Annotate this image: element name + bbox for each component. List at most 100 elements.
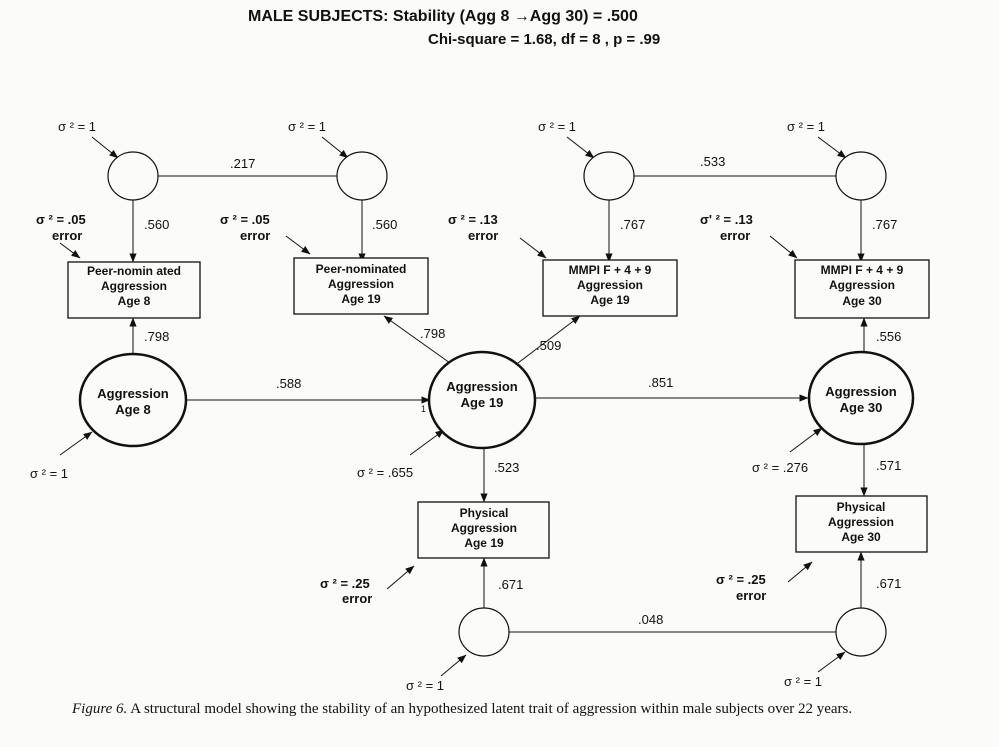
coef-agg8-agg19: .588 bbox=[276, 376, 301, 391]
variance-label-f1: σ ² = 1 bbox=[58, 119, 96, 134]
box-physical-age30 bbox=[795, 495, 928, 553]
coef-f6-phys30: .671 bbox=[876, 576, 901, 591]
variance-arrow-agg8 bbox=[59, 431, 93, 456]
variance-label-agg8: σ ² = 1 bbox=[30, 466, 68, 481]
box-peer19-line3: Age 19 bbox=[341, 292, 381, 306]
box-phys19-line1: Physical bbox=[460, 506, 509, 520]
variance-label-f5: σ ² = 1 bbox=[406, 678, 444, 693]
variance-arrow-f1 bbox=[91, 136, 119, 159]
latent-agg8-line1: Aggression bbox=[97, 386, 169, 401]
figure-caption: Figure 6. A structural model showing the… bbox=[72, 700, 932, 718]
variance-arrow-agg19 bbox=[409, 429, 445, 456]
error-label-mmpi30-word: error bbox=[720, 228, 750, 243]
variance-label-f3: σ ² = 1 bbox=[538, 119, 576, 134]
box-phys19-line2: Aggression bbox=[451, 521, 517, 535]
box-phys30-line2: Aggression bbox=[828, 515, 894, 529]
box-mmpi19-line1: MMPI F + 4 + 9 bbox=[569, 263, 652, 277]
box-phys19-line3: Age 19 bbox=[464, 536, 504, 550]
error-label-peer8-word: error bbox=[52, 228, 82, 243]
coef-f1-peer8: .560 bbox=[144, 217, 169, 232]
box-peer-nominated-age19 bbox=[293, 257, 429, 315]
variance-arrow-f2 bbox=[321, 136, 349, 159]
box-mmpi-age19 bbox=[542, 259, 678, 317]
box-peer8-line2: Aggression bbox=[101, 279, 167, 293]
box-mmpi30-line1: MMPI F + 4 + 9 bbox=[821, 263, 904, 277]
box-phys30-line1: Physical bbox=[837, 500, 886, 514]
error-arrow-mmpi19 bbox=[519, 237, 547, 259]
error-label-mmpi30-sigma: σ' ² = .13 bbox=[700, 212, 753, 227]
error-label-peer19-word: error bbox=[240, 228, 270, 243]
latent-agg30-line2: Age 30 bbox=[840, 400, 883, 415]
latent-aggression-age19 bbox=[427, 350, 537, 450]
factor-circle-4 bbox=[835, 151, 887, 201]
box-mmpi19-line2: Aggression bbox=[577, 278, 643, 292]
box-phys30-line3: Age 30 bbox=[841, 530, 881, 544]
caption-text: A structural model showing the stability… bbox=[127, 701, 853, 717]
latent-agg8-line2: Age 8 bbox=[115, 402, 150, 417]
error-label-phys19-word: error bbox=[342, 591, 372, 606]
factor-circle-2 bbox=[336, 151, 388, 201]
error-arrow-phys30 bbox=[787, 561, 813, 583]
box-peer-nominated-age8 bbox=[67, 261, 201, 319]
variance-label-f6: σ ² = 1 bbox=[784, 674, 822, 689]
coef-agg30-mmpi30: .556 bbox=[876, 329, 901, 344]
coef-agg19-peer19: .798 bbox=[420, 326, 445, 341]
latent-agg19-line1: Aggression bbox=[446, 379, 518, 394]
fixed-path-tick: 1 bbox=[421, 404, 426, 414]
latent-agg30-line1: Aggression bbox=[825, 384, 897, 399]
coef-f5-phys19: .671 bbox=[498, 577, 523, 592]
error-label-phys30-word: error bbox=[736, 588, 766, 603]
box-peer19-line2: Aggression bbox=[328, 277, 394, 291]
coef-f3-f4: .533 bbox=[700, 154, 725, 169]
caption-label: Figure 6. bbox=[72, 701, 128, 717]
box-peer8-line3: Age 8 bbox=[118, 294, 151, 308]
error-arrow-peer19 bbox=[285, 235, 311, 255]
structural-model-diagram: Aggression Age 8 Aggression Age 19 Aggre… bbox=[30, 119, 930, 693]
path-agg19-peer19 bbox=[383, 315, 451, 364]
error-arrow-phys19 bbox=[386, 565, 415, 590]
coef-agg8-peer8: .798 bbox=[144, 329, 169, 344]
variance-arrow-f5 bbox=[440, 654, 467, 677]
error-label-mmpi19-word: error bbox=[468, 228, 498, 243]
coef-f2-peer19: .560 bbox=[372, 217, 397, 232]
error-arrow-mmpi30 bbox=[769, 235, 798, 259]
coef-agg19-agg30: .851 bbox=[648, 375, 673, 390]
variance-label-f4: σ ² = 1 bbox=[787, 119, 825, 134]
coef-agg19-phys19: .523 bbox=[494, 460, 519, 475]
error-label-phys30-sigma: σ ² = .25 bbox=[716, 572, 766, 587]
fit-statistics: Chi-square = 1.68, df = 8 , p = .99 bbox=[428, 31, 661, 48]
coef-agg30-phys30: .571 bbox=[876, 458, 901, 473]
coef-f4-mmpi30: .767 bbox=[872, 217, 897, 232]
variance-arrow-agg30 bbox=[789, 427, 823, 453]
box-mmpi19-line3: Age 19 bbox=[590, 293, 630, 307]
factor-circle-1 bbox=[107, 151, 159, 201]
variance-arrow-f6 bbox=[817, 651, 846, 673]
factor-circle-5 bbox=[458, 607, 510, 657]
coef-f1-f2: .217 bbox=[230, 156, 255, 171]
variance-label-agg30: σ ² = .276 bbox=[752, 460, 808, 475]
box-mmpi30-line3: Age 30 bbox=[842, 294, 882, 308]
factor-circle-3 bbox=[583, 151, 635, 201]
box-peer8-line1: Peer-nomin ated bbox=[87, 264, 181, 278]
factor-circle-6 bbox=[835, 607, 887, 657]
latent-aggression-age8 bbox=[78, 352, 188, 448]
coef-agg19-mmpi19: .509 bbox=[536, 338, 561, 353]
figure-title: MALE SUBJECTS: Stability (Agg 8 →Agg 30)… bbox=[248, 8, 638, 25]
latent-aggression-age30 bbox=[807, 350, 915, 446]
coef-f3-mmpi19: .767 bbox=[620, 217, 645, 232]
variance-label-f2: σ ² = 1 bbox=[288, 119, 326, 134]
error-label-mmpi19-sigma: σ ² = .13 bbox=[448, 212, 498, 227]
error-label-phys19-sigma: σ ² = .25 bbox=[320, 576, 370, 591]
box-mmpi-age30 bbox=[794, 259, 930, 319]
variance-label-agg19: σ ² = .655 bbox=[357, 465, 413, 480]
box-peer19-line1: Peer-nominated bbox=[316, 262, 407, 276]
error-arrow-peer8 bbox=[59, 242, 81, 259]
variance-arrow-f4 bbox=[817, 136, 847, 159]
latent-agg19-line2: Age 19 bbox=[461, 395, 504, 410]
coef-f5-f6: .048 bbox=[638, 612, 663, 627]
error-label-peer19-sigma: σ ² = .05 bbox=[220, 212, 270, 227]
error-label-peer8-sigma: σ ² = .05 bbox=[36, 212, 86, 227]
path-agg19-mmpi19 bbox=[517, 315, 581, 364]
variance-arrow-f3 bbox=[566, 136, 595, 159]
